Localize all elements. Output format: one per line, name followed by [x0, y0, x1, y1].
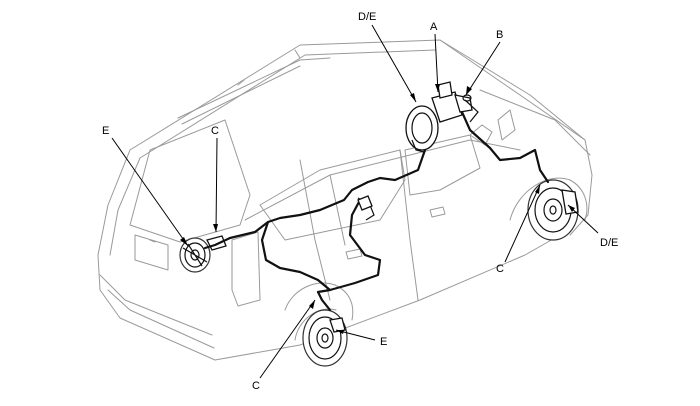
callout-b: B [496, 29, 503, 41]
front-right-wheel [527, 179, 579, 241]
callout-e-left: E [102, 125, 109, 137]
leader-c-right [504, 184, 541, 263]
callout-de-right: D/E [600, 237, 618, 249]
leader-b [465, 41, 501, 96]
brake-lines [203, 110, 550, 312]
callout-c-right: C [496, 263, 504, 275]
leader-e-left [111, 137, 189, 247]
brake-booster-master-cylinder [405, 81, 479, 153]
callout-a: A [430, 21, 438, 33]
callout-c-left: C [211, 125, 219, 137]
leader-a [434, 33, 439, 93]
leader-lines [111, 24, 599, 379]
callout-e-bottom: E [380, 336, 387, 348]
vehicle-body [97, 39, 593, 361]
rear-right-wheel [302, 309, 348, 367]
callout-labels: D/E A B E C D/E C E C [102, 11, 618, 392]
leader-c-bottom [259, 299, 316, 379]
rear-left-wheel [179, 235, 227, 273]
callout-de-top: D/E [358, 11, 376, 23]
callout-c-bottom: C [252, 380, 260, 392]
leader-de-top [371, 24, 417, 103]
leader-c-left [215, 137, 218, 233]
